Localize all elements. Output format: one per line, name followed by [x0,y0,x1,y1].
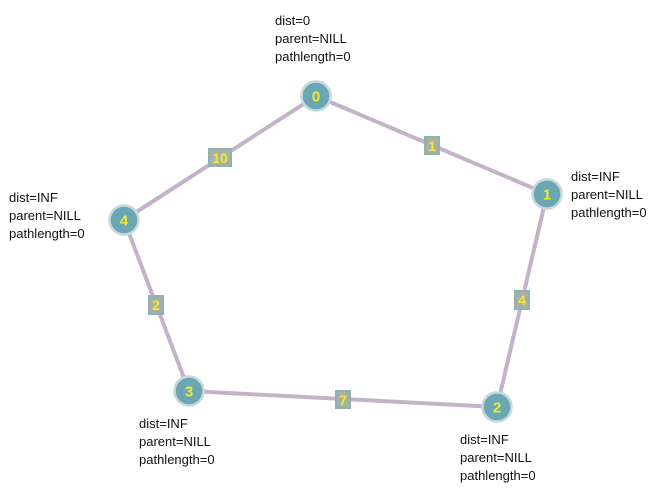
node-pathlength-label: pathlength=0 [275,49,351,64]
graph-node-1[interactable]: 1 [531,178,563,210]
edges-layer [122,94,549,409]
node-info-2: dist=INF parent=NILL pathlength=0 [460,431,536,485]
node-pathlength-label: pathlength=0 [571,205,647,220]
node-dist-label: dist=0 [275,13,311,28]
svg-text:0: 0 [312,89,320,106]
edge-weight-0-1: 1 [424,136,440,155]
graph-node-0[interactable]: 0 [300,80,332,112]
node-dist-label: dist=INF [139,416,188,431]
svg-text:2: 2 [152,297,160,313]
svg-text:1: 1 [428,138,436,154]
node-parent-label: parent=NILL [460,450,532,465]
node-parent-label: parent=NILL [275,31,347,46]
edge-weight-1-2: 4 [514,290,530,310]
node-dist-label: dist=INF [460,432,509,447]
node-pathlength-label: pathlength=0 [9,226,85,241]
node-parent-label: parent=NILL [9,208,81,223]
node-info-0: dist=0 parent=NILL pathlength=0 [275,12,351,66]
node-pathlength-label: pathlength=0 [460,468,536,483]
node-pathlength-label: pathlength=0 [139,452,215,467]
graph-node-3[interactable]: 3 [173,375,205,407]
node-parent-label: parent=NILL [139,434,211,449]
graph-node-4[interactable]: 4 [108,204,140,236]
svg-text:1: 1 [543,187,551,204]
node-dist-label: dist=INF [571,169,620,184]
svg-text:7: 7 [339,392,347,408]
svg-text:10: 10 [212,150,228,166]
svg-text:3: 3 [185,384,193,401]
svg-text:2: 2 [493,400,501,417]
svg-text:4: 4 [120,213,129,230]
graph-node-2[interactable]: 2 [481,391,513,423]
svg-text:4: 4 [518,292,526,308]
edge-weight-2-3: 7 [335,390,351,409]
edge-weight-4-0: 10 [208,148,232,167]
node-info-4: dist=INF parent=NILL pathlength=0 [9,189,85,243]
node-parent-label: parent=NILL [571,187,643,202]
nodes-layer: 0 1 2 3 4 [108,80,563,423]
edge-weight-3-4: 2 [148,295,164,315]
node-dist-label: dist=INF [9,190,58,205]
node-info-1: dist=INF parent=NILL pathlength=0 [571,168,647,222]
node-info-3: dist=INF parent=NILL pathlength=0 [139,415,215,469]
weights-layer: 1 4 7 2 10 [148,136,530,409]
